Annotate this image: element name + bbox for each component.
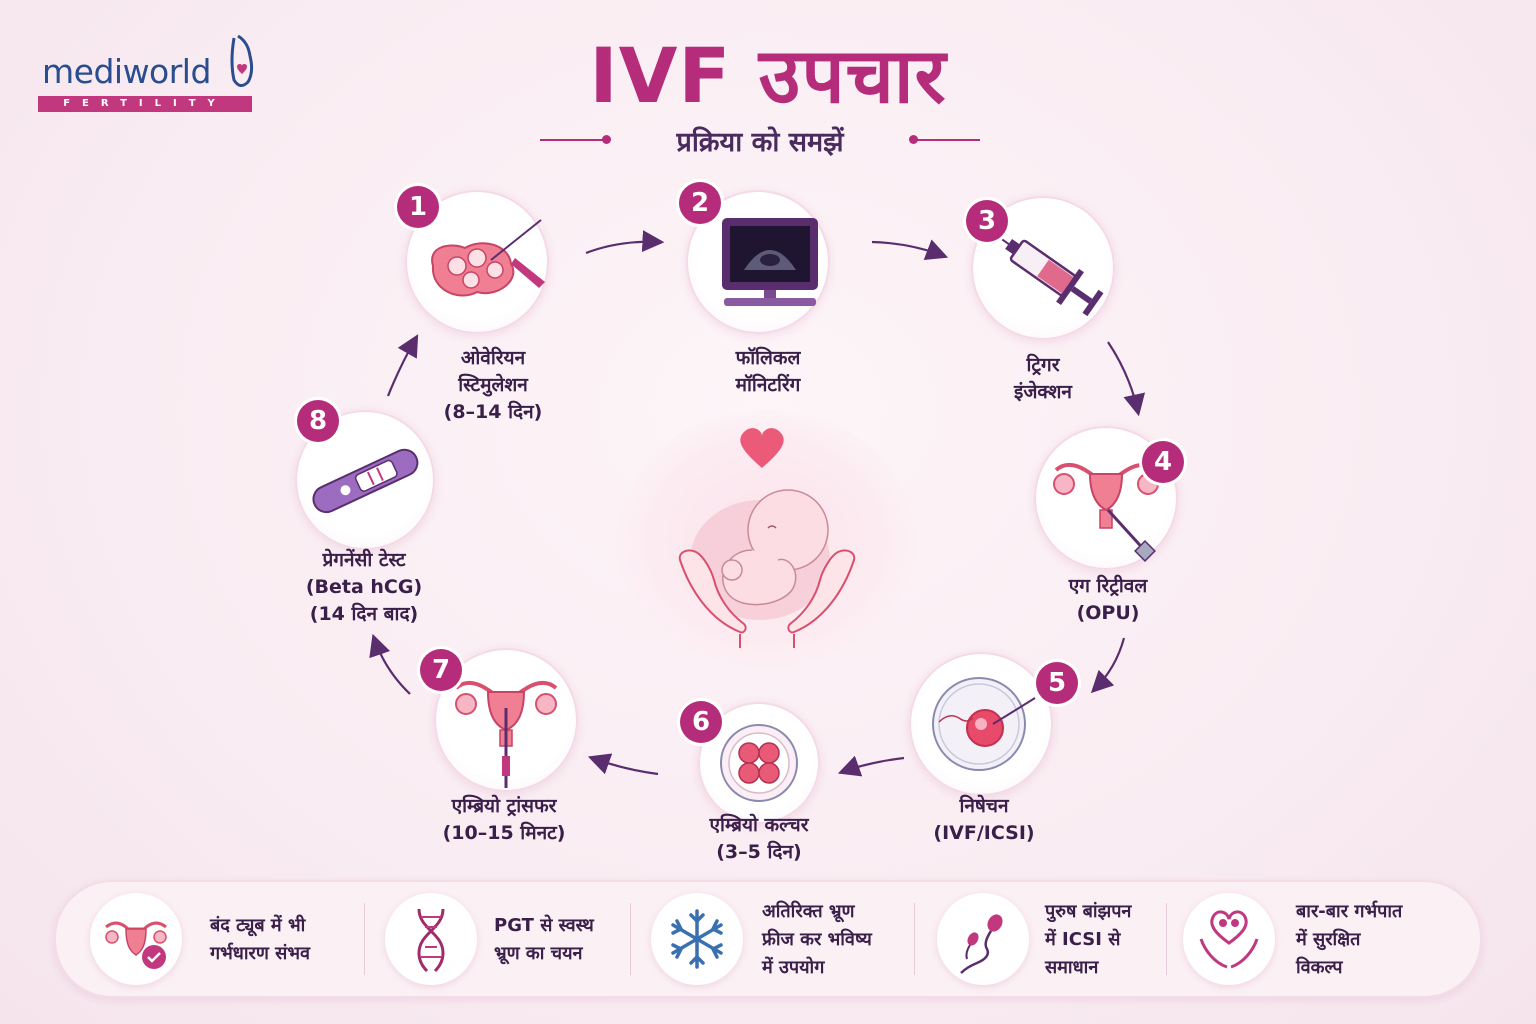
feature-2-text: PGT से स्वस्थ भ्रूण का चयन	[494, 912, 594, 968]
step-1-line-2: स्टिमुलेशन	[458, 374, 528, 396]
step-5-line-1: निषेचन	[959, 795, 1009, 817]
divider-1	[364, 903, 365, 975]
step-5-line-2: (IVF/ICSI)	[933, 822, 1035, 844]
step-5-number: 5	[1036, 662, 1078, 704]
feature-5-text: बार-बार गर्भपात में सुरक्षित विकल्प	[1296, 898, 1402, 982]
step-1-label: ओवेरियन स्टिमुलेशन (8–14 दिन)	[393, 345, 593, 426]
step-4-line-1: एग रिट्रीवल	[1068, 575, 1148, 597]
page-subtitle: प्रक्रिया को समझें	[676, 127, 844, 158]
embryo-culture-icon	[720, 724, 798, 802]
step-8-line-3: (14 दिन बाद)	[309, 603, 419, 625]
step-2-line-2: मॉनिटरिंग	[735, 374, 801, 396]
heart-hands-icon	[1199, 910, 1259, 969]
feature-1-line-2: गर्भधारण संभव	[210, 943, 310, 964]
feature-1-text: बंद ट्यूब में भी गर्भधारण संभव	[210, 912, 310, 968]
step-2-number: 2	[679, 182, 721, 224]
arrow-5-6	[837, 755, 905, 777]
subtitle-row: प्रक्रिया को समझें	[540, 122, 980, 158]
step-8-line-2: (Beta hCG)	[305, 576, 423, 598]
step-3-label: ट्रिगर इंजेक्शन	[943, 352, 1143, 406]
feature-3-line-2: फ्रीज कर भविष्य	[762, 929, 872, 950]
step-2-line-1: फॉलिकल	[735, 347, 801, 369]
brand-name: mediworld	[42, 52, 211, 91]
step-6-number: 6	[680, 701, 722, 743]
feature-2-line-1: PGT से स्वस्थ	[494, 915, 594, 936]
divider-3	[914, 903, 915, 975]
arrow-7-8	[369, 633, 411, 695]
feature-4-icon-circle	[937, 893, 1029, 985]
step-7-number: 7	[420, 649, 462, 691]
uterus-check-icon	[105, 921, 167, 969]
arrow-3-4	[1107, 341, 1146, 417]
snowflake-icon	[671, 909, 723, 969]
step-6-circle	[698, 702, 820, 824]
ultrasound-monitor-icon	[722, 218, 818, 306]
page-title: IVF उपचार	[589, 31, 947, 120]
arrow-1-2	[585, 230, 665, 255]
brand-tagline: FERTILITY	[38, 96, 252, 112]
step-6-line-2: (3–5 दिन)	[716, 841, 802, 863]
step-7-line-2: (10–15 मिनट)	[442, 822, 566, 844]
step-3-line-2: इंजेक्शन	[1014, 381, 1072, 403]
feature-2-line-2: भ्रूण का चयन	[494, 943, 583, 964]
syringe-icon	[988, 229, 1104, 317]
subtitle-line-right	[910, 139, 980, 141]
dna-icon	[417, 908, 445, 973]
step-7-line-1: एम्ब्रियो ट्रांसफर	[451, 795, 557, 817]
feature-5-line-2: में सुरक्षित	[1296, 929, 1361, 950]
step-3-line-1: ट्रिगर	[1026, 354, 1060, 376]
feature-1-line-1: बंद ट्यूब में भी	[210, 915, 306, 936]
step-2-label: फॉलिकल मॉनिटरिंग	[668, 345, 868, 399]
step-1-number: 1	[397, 186, 439, 228]
arrow-8-1	[386, 334, 419, 397]
arrow-4-5	[1090, 637, 1126, 694]
feature-4-line-1: पुरुष बांझपन	[1045, 901, 1132, 922]
brand-logo: mediworld FERTILITY	[38, 30, 258, 114]
ovary-stimulation-icon	[431, 219, 545, 297]
divider-2	[630, 903, 631, 975]
divider-4	[1166, 903, 1167, 975]
feature-3-line-1: अतिरिक्त भ्रूण	[762, 901, 855, 922]
step-8-label: प्रेगनेंसी टेस्ट (Beta hCG) (14 दिन बाद)	[264, 547, 464, 628]
subtitle-dot-left	[602, 135, 611, 144]
step-6-line-1: एम्ब्रियो कल्चर	[709, 814, 809, 836]
embryo-transfer-icon	[454, 681, 558, 788]
step-4-label: एग रिट्रीवल (OPU)	[1008, 573, 1208, 627]
feature-5-icon-circle	[1183, 893, 1275, 985]
fertilization-icon	[932, 677, 1036, 771]
pregnancy-test-icon	[312, 448, 419, 514]
step-3-number: 3	[966, 200, 1008, 242]
baby-in-hands-icon	[678, 428, 856, 648]
sperm-icon	[960, 914, 1003, 974]
feature-4-line-2: में ICSI से	[1045, 929, 1121, 950]
step-5-circle	[909, 652, 1053, 796]
step-2-circle	[686, 190, 830, 334]
feature-5-line-1: बार-बार गर्भपात	[1296, 901, 1403, 922]
step-3-circle	[971, 196, 1115, 340]
step-7-label: एम्ब्रियो ट्रांसफर (10–15 मिनट)	[404, 793, 604, 847]
arrow-6-7	[587, 753, 659, 776]
step-8-number: 8	[297, 400, 339, 442]
step-1-line-1: ओवेरियन	[460, 347, 526, 369]
feature-4-line-3: समाधान	[1045, 957, 1099, 978]
feature-3-text: अतिरिक्त भ्रूण फ्रीज कर भविष्य में उपयोग	[762, 898, 872, 982]
step-1-line-3: (8–14 दिन)	[443, 401, 543, 423]
feature-3-line-3: में उपयोग	[762, 957, 825, 978]
feature-1-icon-circle	[90, 893, 182, 985]
feature-4-text: पुरुष बांझपन में ICSI से समाधान	[1045, 898, 1131, 982]
step-6-label: एम्ब्रियो कल्चर (3–5 दिन)	[659, 812, 859, 866]
logo-mark-icon	[230, 34, 254, 87]
arrow-2-3	[871, 239, 949, 260]
step-8-line-1: प्रेगनेंसी टेस्ट	[322, 549, 406, 571]
step-4-line-2: (OPU)	[1076, 602, 1140, 624]
feature-5-line-3: विकल्प	[1296, 957, 1343, 978]
step-4-number: 4	[1142, 441, 1184, 483]
feature-3-icon-circle	[651, 893, 743, 985]
subtitle-line-left	[540, 139, 610, 141]
step-5-label: निषेचन (IVF/ICSI)	[884, 793, 1084, 847]
feature-2-icon-circle	[385, 893, 477, 985]
